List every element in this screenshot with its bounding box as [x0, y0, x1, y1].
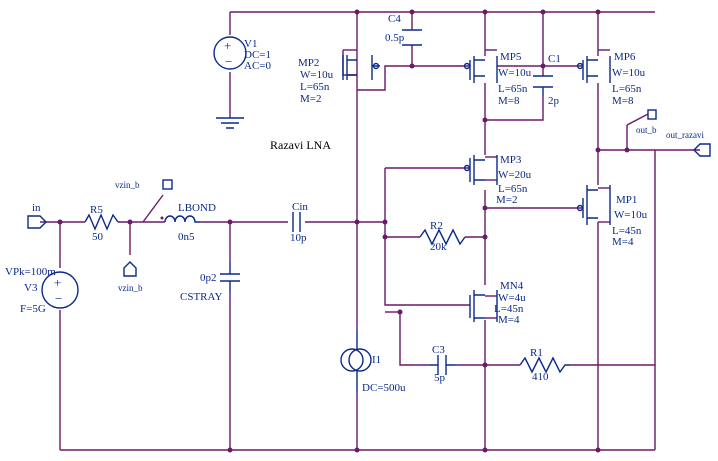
mp5-name: MP5	[500, 51, 522, 63]
r2-name: R2	[430, 220, 443, 232]
mp2-w: W=10u	[300, 69, 334, 81]
port-in: in	[27, 202, 47, 229]
c4-name: C4	[388, 13, 401, 25]
port-out-b: out_b	[626, 109, 657, 135]
port-vzin-b-top-label: vzin_b	[115, 180, 140, 190]
port-in-label: in	[32, 202, 41, 214]
resistor-r2: R2 20k	[419, 220, 466, 253]
inductor-lbond: LBOND 0n5	[160, 202, 216, 243]
r1-name: R1	[530, 347, 543, 359]
schematic-title: Razavi LNA	[270, 138, 331, 152]
capacitor-cin: Cin 10p	[290, 201, 308, 244]
c3-value: 5p	[434, 372, 446, 384]
mp1-name: MP1	[616, 194, 637, 206]
port-out-razavi: out_razavi	[666, 130, 711, 157]
mp3-m: M=2	[496, 194, 517, 206]
r5-value: 50	[92, 231, 104, 243]
c1-value: 2p	[548, 95, 560, 107]
resistor-r1: R1 410	[519, 347, 570, 383]
mp5-m: M=8	[498, 95, 520, 107]
c4-value: 0.5p	[385, 32, 405, 44]
port-vzin-b-bottom-label: vzin_b	[118, 283, 143, 293]
r1-value: 410	[532, 371, 549, 383]
resistor-r5: R5 50	[84, 204, 119, 243]
i1-name: I1	[372, 354, 381, 366]
v1-name: V1	[244, 38, 257, 50]
r2-value: 20k	[430, 241, 447, 253]
mp2-m: M=2	[300, 93, 321, 105]
junctions	[57, 9, 630, 453]
voltage-source-v1: + − V1 DC=1 AC=0	[213, 36, 271, 72]
lbond-name: LBOND	[178, 202, 216, 214]
voltage-source-v3: + − VPk=100m V3 F=5G	[5, 266, 79, 315]
cin-value: 10p	[290, 232, 307, 244]
mp3-name: MP3	[500, 154, 522, 166]
mp2-name: MP2	[298, 57, 319, 69]
lbond-value: 0n5	[178, 231, 195, 243]
mp3-l: L=65n	[498, 183, 528, 195]
port-vzin-b-bottom: vzin_b	[118, 261, 143, 293]
current-source-i1: I1 DC=500u	[340, 330, 406, 394]
port-out-b-label: out_b	[636, 125, 657, 135]
transistor-mp1: MP1 W=10u L=45n M=4	[576, 185, 648, 248]
c1-name: C1	[548, 53, 561, 65]
mp3-w: W=20u	[498, 169, 532, 181]
mp1-w: W=10u	[614, 209, 648, 221]
mp1-l: L=45n	[612, 225, 642, 237]
v3-name: V3	[24, 282, 38, 294]
svg-text:−: −	[225, 54, 232, 69]
cstray-name: CSTRAY	[180, 291, 222, 303]
capacitor-c4: C4 0.5p	[385, 13, 422, 46]
svg-text:+: +	[224, 38, 231, 53]
mn4-l: L=45n	[494, 303, 524, 315]
v3-f: F=5G	[20, 303, 46, 315]
v1-dc: DC=1	[244, 49, 271, 61]
mp6-l: L=65n	[612, 83, 642, 95]
v1-ac: AC=0	[244, 60, 271, 72]
svg-text:−: −	[55, 291, 62, 306]
transistor-mn4: MN4 W=4u L=45n M=4	[469, 280, 526, 326]
mp1-m: M=4	[612, 236, 634, 248]
mn4-m: M=4	[498, 314, 520, 326]
mp6-m: M=8	[612, 95, 634, 107]
transistor-mp2: MP2 W=10u L=65n M=2	[298, 55, 380, 105]
capacitor-c3: C3 5p	[430, 344, 455, 384]
cstray-value: 0p2	[200, 272, 217, 284]
port-vzin-b-top: vzin_b	[115, 179, 173, 190]
capacitor-c1: C1 2p	[533, 53, 561, 107]
mn4-w: W=4u	[498, 292, 526, 304]
mp5-w: W=10u	[498, 67, 532, 79]
transistor-mp6: MP6 W=10u L=65n M=8	[576, 51, 646, 107]
c3-name: C3	[432, 344, 445, 356]
r5-name: R5	[90, 204, 103, 216]
transistor-mp3: MP3 W=20u L=65n M=2	[463, 154, 532, 206]
mp6-name: MP6	[614, 51, 636, 63]
transistor-mp5: MP5 W=10u L=65n M=8	[463, 51, 532, 107]
v3-vpk: VPk=100m	[5, 266, 56, 278]
ground-icon	[216, 117, 244, 129]
i1-dc: DC=500u	[362, 382, 406, 394]
capacitor-cstray: 0p2 CSTRAY	[180, 262, 240, 303]
svg-text:+: +	[54, 275, 61, 290]
port-out-razavi-label: out_razavi	[666, 130, 704, 140]
mp5-l: L=65n	[498, 83, 528, 95]
cin-name: Cin	[292, 201, 308, 213]
mn4-name: MN4	[500, 280, 524, 292]
mp6-w: W=10u	[612, 67, 646, 79]
mp2-l: L=65n	[300, 81, 330, 93]
